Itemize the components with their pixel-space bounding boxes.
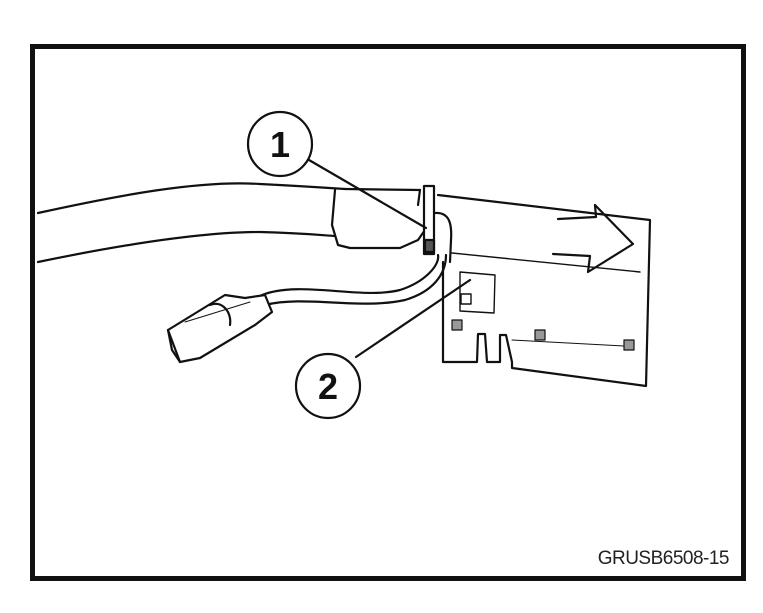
callout-1 (246, 110, 428, 230)
illustration-frame (30, 44, 746, 581)
clamp (416, 184, 436, 256)
callout-number-1: 1 (270, 124, 290, 165)
direction-arrow (551, 203, 635, 274)
callout-2 (294, 278, 472, 420)
hose (36, 182, 347, 264)
circuit-card (433, 193, 652, 388)
connector (166, 293, 274, 364)
callout-number-2: 2 (318, 366, 338, 407)
figure-code: GRUSB6508-15 (597, 548, 730, 569)
wire (260, 253, 448, 307)
